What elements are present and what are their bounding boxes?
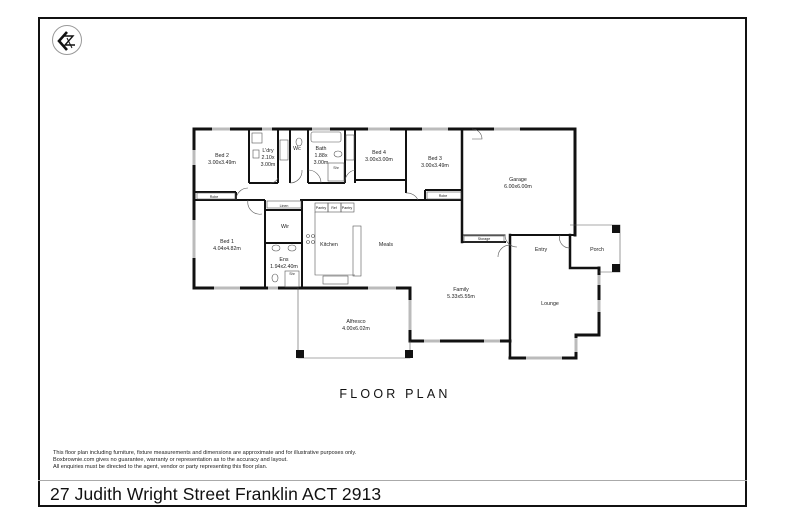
room-ldry-dims2: 3.00m <box>261 162 276 168</box>
room-ldry-name: L'dry <box>262 148 274 154</box>
room-wir-name: Wir <box>281 224 289 230</box>
room-family-name: Family <box>453 287 469 293</box>
page-frame <box>38 17 747 507</box>
room-bed4-dims: 3.00x3.00m <box>365 157 393 163</box>
room-ens-dims: 1.94x2.40m <box>270 264 298 270</box>
disclaimer-line: This floor plan including furniture, fix… <box>53 450 357 456</box>
floor-plan-title: FLOOR PLAN <box>339 387 451 401</box>
room-bath-name: Bath <box>316 146 327 152</box>
room-bed1-name: Bed 1 <box>220 239 234 245</box>
room-bed3-name: Bed 3 <box>428 156 442 162</box>
storage-label: Storage <box>478 237 491 241</box>
kz-logo-icon <box>57 31 75 51</box>
room-kitchen-name: Kitchen <box>320 242 338 248</box>
room-lounge-name: Lounge <box>541 301 559 307</box>
disclaimer-line: Boxbrownie.com gives no guarantee, warra… <box>53 457 288 464</box>
linen-label: Linen <box>280 204 289 208</box>
shr-bath-label: Shr <box>333 166 339 170</box>
room-wc-name: Wc <box>293 146 301 152</box>
room-bed4-name: Bed 4 <box>372 150 386 156</box>
room-bath-dims2: 3.00m <box>314 160 329 166</box>
shr-ens-label: Shr <box>289 272 295 276</box>
room-bed2-dims: 3.00x3.49m <box>208 160 236 166</box>
robe-bed3-label: Robe <box>439 194 448 198</box>
robe-bed2-label: Robe <box>210 195 219 199</box>
room-family-dims: 5.33x5.55m <box>447 294 475 300</box>
pantry-right-label: Pantry <box>342 206 353 210</box>
brand-logo <box>52 25 82 55</box>
room-garage-name: Garage <box>509 177 527 183</box>
room-bed2-name: Bed 2 <box>215 153 229 159</box>
property-address: 27 Judith Wright Street Franklin ACT 291… <box>50 484 382 504</box>
room-meals-name: Meals <box>379 242 393 248</box>
disclaimer: This floor plan including furniture, fix… <box>53 450 356 472</box>
footer-divider <box>38 480 747 481</box>
room-ens-name: Ens <box>279 257 288 263</box>
room-bed3-dims: 3.00x3.49m <box>421 163 449 169</box>
room-porch-name: Porch <box>590 247 604 253</box>
disclaimer-line: All enquiries must be directed to the ag… <box>53 464 268 471</box>
room-ldry-dims1: 2.10x <box>262 155 275 161</box>
room-alfresco-dims: 4.00x6.02m <box>342 326 370 332</box>
room-entry-name: Entry <box>535 247 548 253</box>
room-bath-dims1: 1.88x <box>315 153 328 159</box>
room-garage-dims: 6.00x6.00m <box>504 184 532 190</box>
room-bed1-dims: 4.04x4.82m <box>213 246 241 252</box>
room-alfresco-name: Alfresco <box>346 319 365 325</box>
pantry-left-label: Pantry <box>316 206 327 210</box>
ref-label: Ref <box>331 206 337 210</box>
